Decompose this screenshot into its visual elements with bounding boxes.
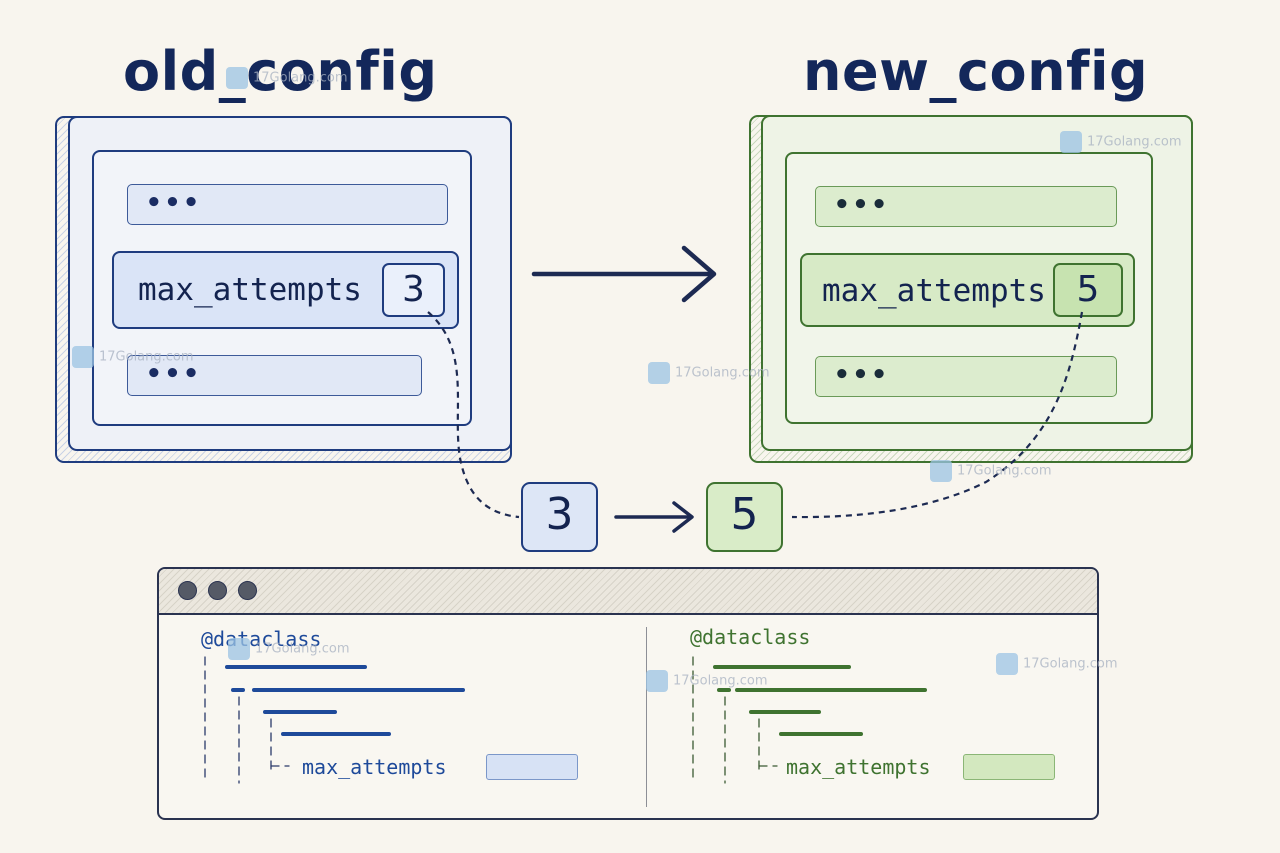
from-value-chip: 3 xyxy=(521,482,598,552)
window-minimize-dot-icon[interactable] xyxy=(208,581,227,600)
old-config-field-row: max_attempts 3 xyxy=(112,251,459,329)
right-pane-code-lines xyxy=(692,656,927,784)
editor-titlebar xyxy=(159,569,1097,615)
window-maximize-dot-icon[interactable] xyxy=(238,581,257,600)
right-decorator-text: @dataclass xyxy=(690,625,811,649)
watermark: 17Golang.com xyxy=(646,670,768,692)
left-decorator-text: @dataclass xyxy=(201,627,322,651)
watermark: 17Golang.com xyxy=(228,638,350,660)
new-config-field-value: 5 xyxy=(1053,263,1123,317)
old-config-ellipsis-top: ••• xyxy=(127,184,448,225)
watermark: 17Golang.com xyxy=(996,653,1118,675)
code-editor-window: @dataclass max_attempts @dataclass max_a… xyxy=(157,567,1099,820)
watermark-logo-icon xyxy=(646,670,668,692)
watermark: 17Golang.com xyxy=(930,460,1052,482)
left-pane-code-lines xyxy=(204,656,465,784)
watermark-logo-icon xyxy=(228,638,250,660)
watermark-logo-icon xyxy=(226,67,248,89)
watermark: 17Golang.com xyxy=(648,362,770,384)
new-config-field-label: max_attempts xyxy=(822,273,1046,309)
window-close-dot-icon[interactable] xyxy=(178,581,197,600)
pane-divider xyxy=(646,627,647,807)
old-config-title: old_config xyxy=(123,40,438,103)
watermark-logo-icon xyxy=(930,460,952,482)
new-config-title: new_config xyxy=(803,40,1149,103)
old-value-dashed-connector xyxy=(427,311,520,519)
new-config-field-row: max_attempts 5 xyxy=(800,253,1135,327)
left-field-text: max_attempts xyxy=(302,755,447,779)
watermark: 17Golang.com xyxy=(72,346,194,368)
new-value-dashed-connector xyxy=(791,311,1084,519)
old-config-field-value: 3 xyxy=(382,263,445,317)
watermark: 17Golang.com xyxy=(226,67,348,89)
right-field-text: max_attempts xyxy=(786,755,931,779)
watermark-logo-icon xyxy=(1060,131,1082,153)
old-config-field-label: max_attempts xyxy=(138,272,362,308)
to-value-chip: 5 xyxy=(706,482,783,552)
watermark-logo-icon xyxy=(648,362,670,384)
code-structure-lines xyxy=(204,656,927,784)
old-config-ellipsis-bottom: ••• xyxy=(127,355,422,396)
watermark-logo-icon xyxy=(996,653,1018,675)
right-field-value-placeholder xyxy=(963,754,1055,780)
main-arrow xyxy=(531,245,717,303)
new-config-ellipsis-top: ••• xyxy=(815,186,1117,227)
watermark-logo-icon xyxy=(72,346,94,368)
left-field-value-placeholder xyxy=(486,754,578,780)
chip-arrow xyxy=(614,501,694,533)
watermark: 17Golang.com xyxy=(1060,131,1182,153)
